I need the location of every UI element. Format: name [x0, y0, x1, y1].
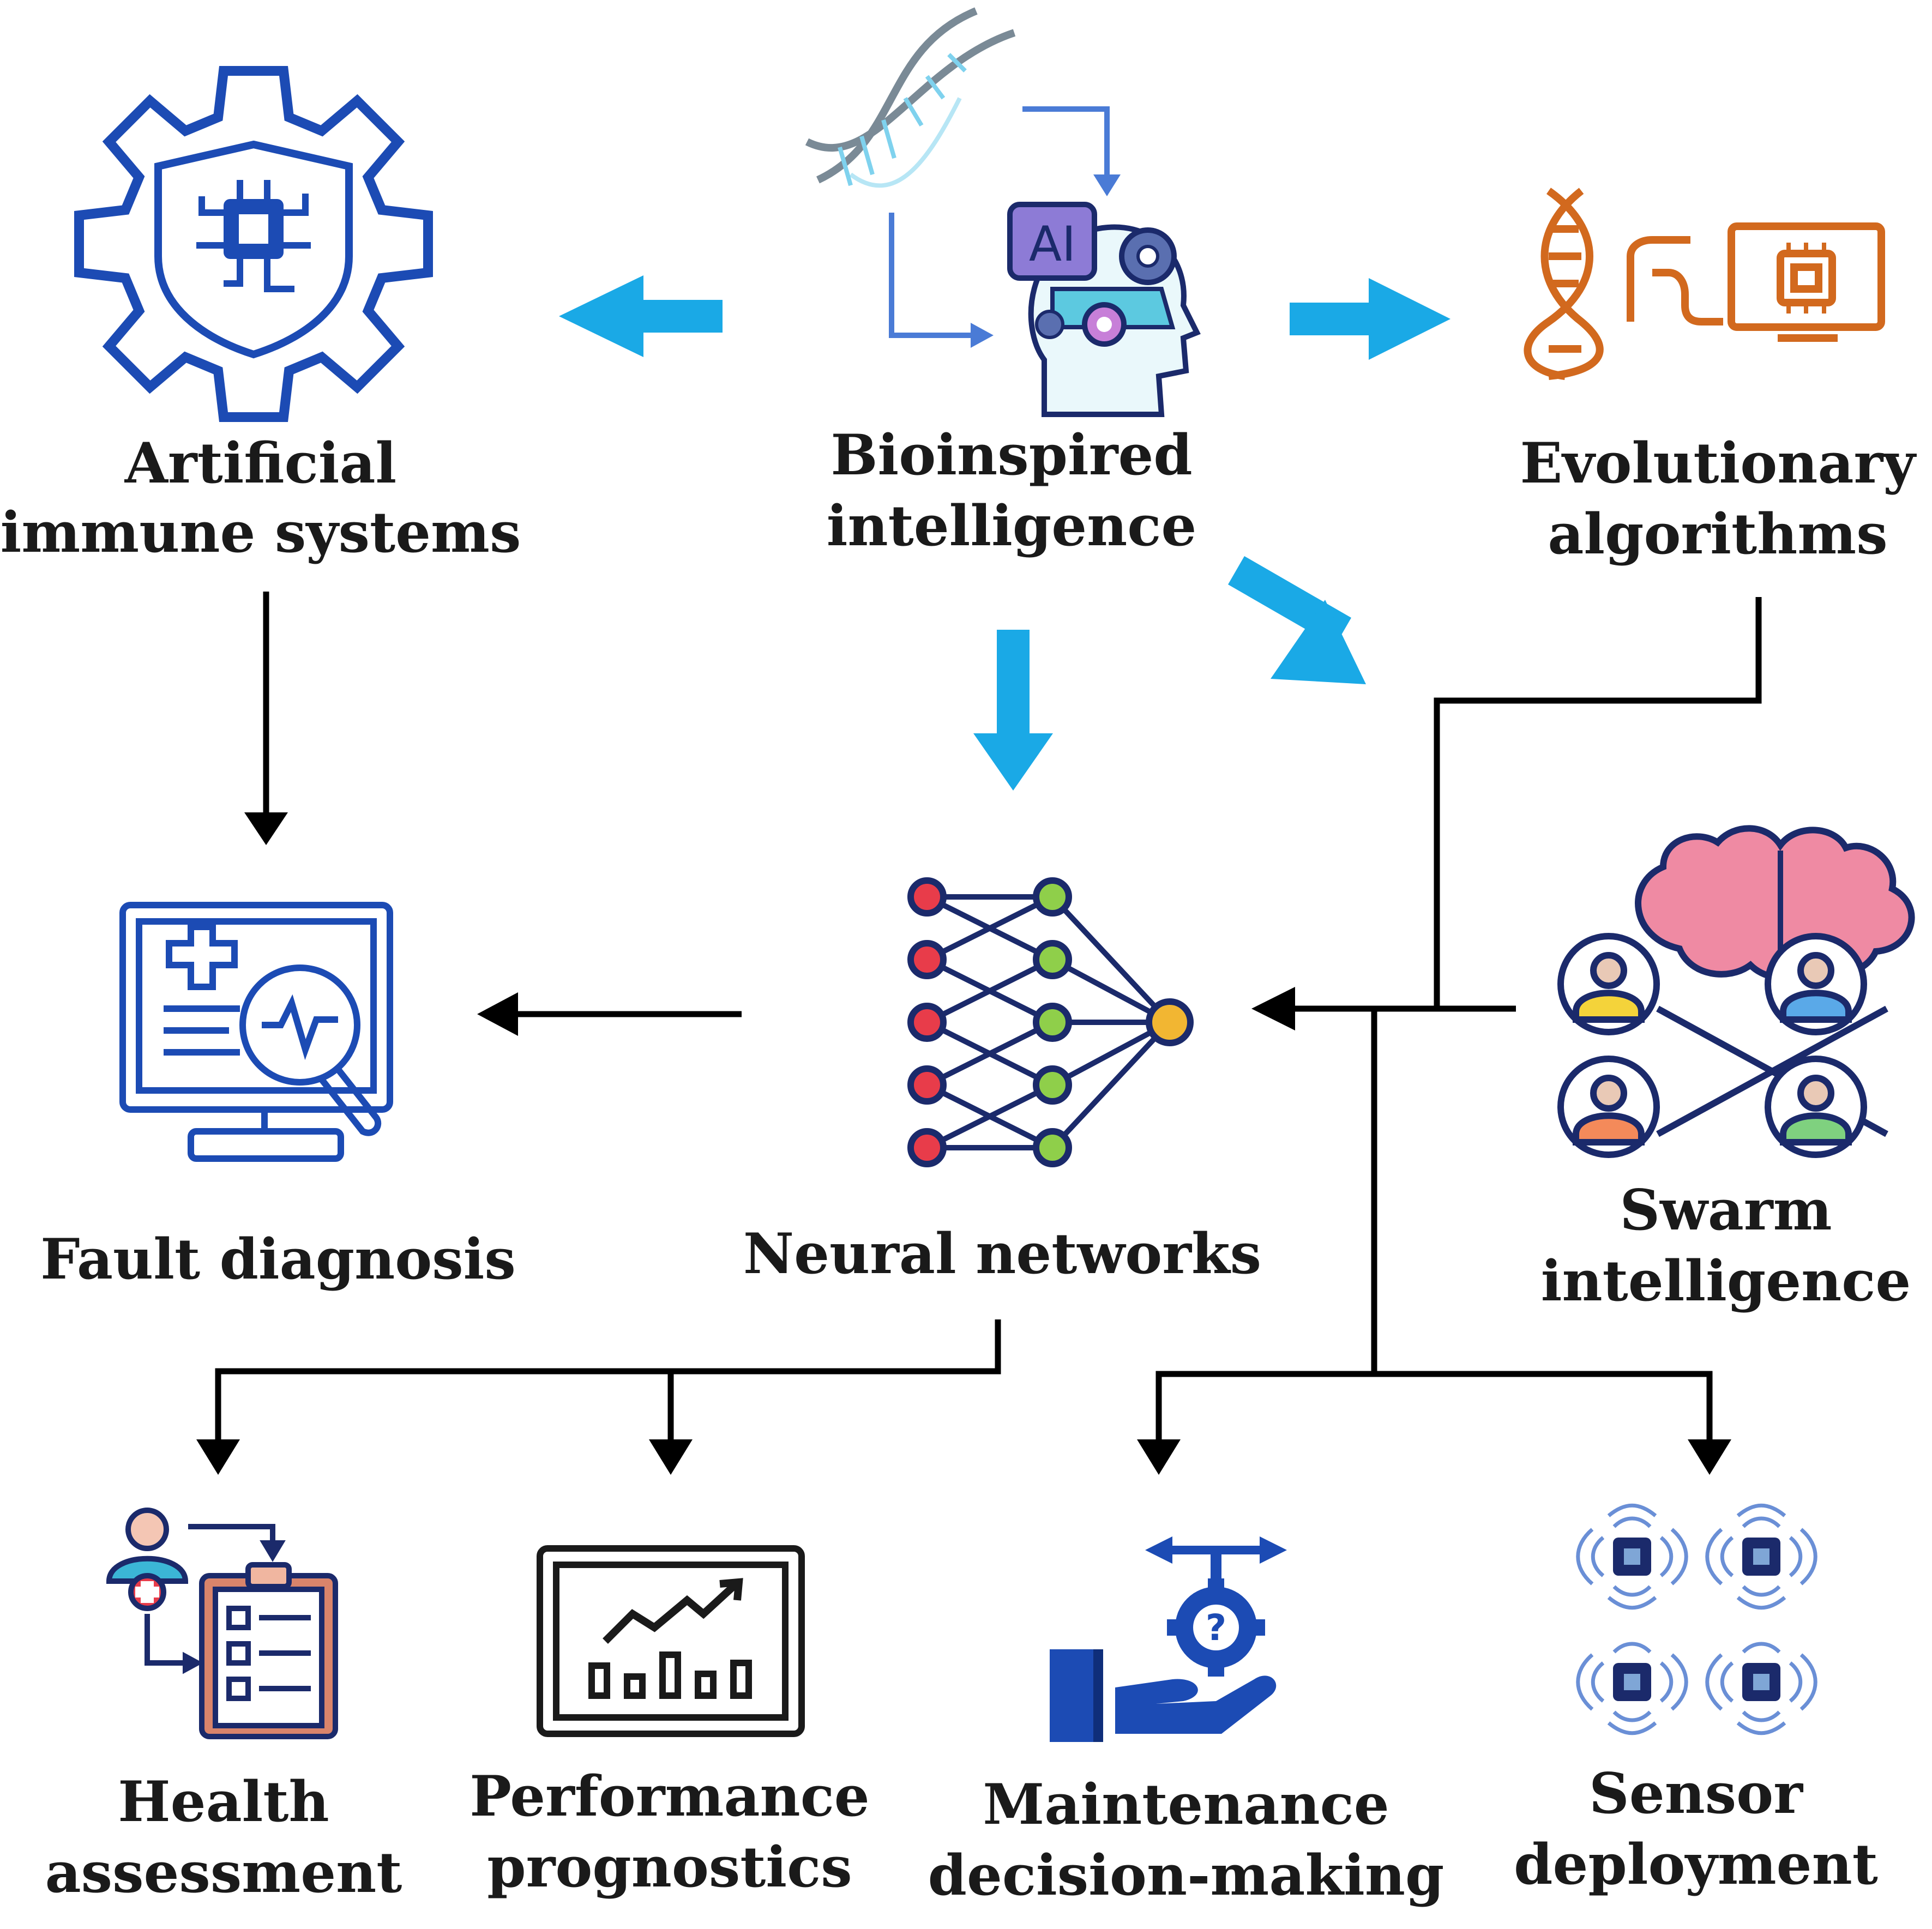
dna-to-computer-icon	[1524, 188, 1885, 380]
gear-shield-chip-icon	[74, 66, 433, 422]
fault-label: Fault diagnosis	[40, 1227, 516, 1292]
node-sensor: Sensor deployment	[1514, 1761, 1878, 1897]
swarm-label-line1: Swarm	[1620, 1178, 1832, 1243]
neural-network-icon	[907, 877, 1194, 1167]
node-fault: Fault diagnosis	[40, 1227, 516, 1292]
node-immune: Artificial immune systems	[1, 431, 521, 565]
arrow-to-neural	[973, 630, 1053, 791]
connector-swarm-to-outputs	[1137, 1371, 1731, 1475]
swarm-label-line2: intelligence	[1541, 1249, 1911, 1314]
bioinspired-label-line1: Bioinspired	[830, 423, 1192, 488]
wireless-sensors-icon	[1576, 1503, 1817, 1735]
node-evolutionary: Evolutionary algorithms	[1520, 431, 1917, 567]
brain-people-icon	[1557, 825, 1915, 1158]
hand-gear-question-icon: ?	[1050, 1536, 1287, 1742]
immune-label-line2: immune systems	[1, 500, 521, 565]
connector-immune-to-fault	[244, 592, 288, 845]
performance-label-line2: prognostics	[487, 1835, 852, 1900]
person-clipboard-icon	[106, 1508, 338, 1739]
node-performance: Performance prognostics	[470, 1764, 869, 1900]
neural-label: Neural networks	[743, 1221, 1261, 1287]
sensor-label-line1: Sensor	[1589, 1761, 1803, 1826]
svg-text:AI: AI	[1029, 216, 1076, 272]
connector-evo-swarm-to-neural	[1251, 597, 1762, 1374]
immune-label-line1: Artificial	[124, 431, 397, 496]
node-maintenance: Maintenance decision-making	[928, 1772, 1445, 1908]
node-swarm: Swarm intelligence	[1541, 1178, 1911, 1314]
svg-text:?: ?	[1206, 1607, 1226, 1649]
connector-neural-to-fault	[477, 992, 742, 1036]
health-label-line2: assessment	[45, 1840, 402, 1906]
arrow-to-evolutionary	[1290, 278, 1450, 360]
chart-board-icon	[537, 1545, 805, 1737]
performance-label-line1: Performance	[470, 1764, 869, 1829]
sensor-label-line2: deployment	[1514, 1832, 1878, 1897]
evolutionary-label-line2: algorithms	[1548, 502, 1887, 567]
ai-head-icon: AI	[805, 7, 1201, 417]
arrow-to-immune	[559, 275, 723, 357]
dna-helix-icon	[805, 7, 1016, 188]
node-bioinspired: Bioinspired intelligence	[827, 423, 1197, 559]
maintenance-label-line2: decision-making	[928, 1843, 1445, 1908]
evolutionary-label-line1: Evolutionary	[1520, 431, 1917, 496]
maintenance-label-line1: Maintenance	[983, 1772, 1389, 1837]
person-avatar-icon	[1557, 933, 1867, 1158]
bioinspired-label-line2: intelligence	[827, 493, 1197, 559]
monitor-medical-magnifier-icon	[119, 902, 393, 1162]
node-neural: Neural networks	[743, 1221, 1261, 1287]
node-health: Health assessment	[45, 1769, 402, 1906]
connector-neural-to-outputs	[196, 1319, 1001, 1475]
health-label-line1: Health	[118, 1769, 329, 1835]
arrow-to-swarm	[1228, 556, 1366, 684]
